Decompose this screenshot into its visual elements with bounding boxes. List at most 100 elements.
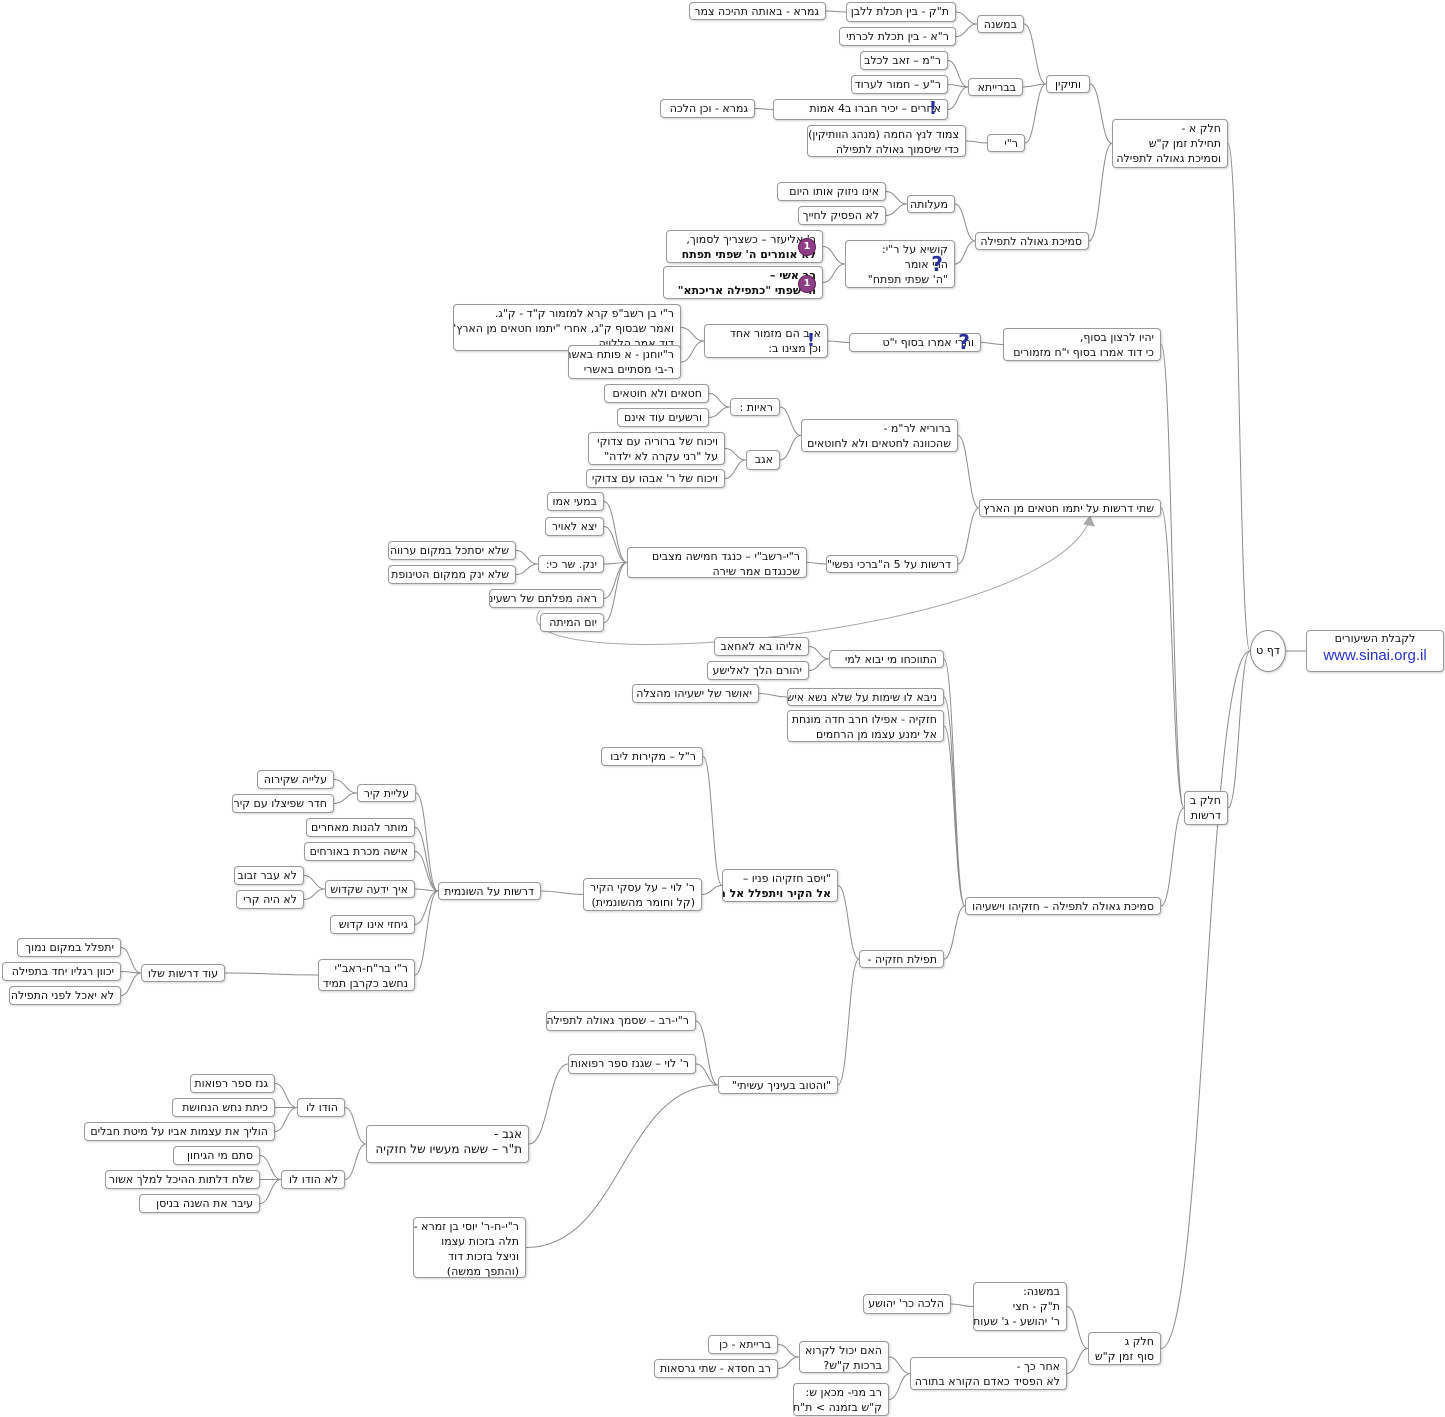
raa-mapalatam-node[interactable]: ראה מפלתם של רשעים	[489, 589, 604, 608]
rm-node[interactable]: ר"מ – זאב לכלב	[860, 51, 948, 70]
gemara-tzemer-node[interactable]: גמרא - באותה תהיכה צמר	[689, 2, 826, 20]
cheder-node[interactable]: חדר שפיצלו עם קיר	[232, 794, 334, 813]
drashot-barchi-node[interactable]: דרשות על 5 ה"ברכי נפשי"	[826, 555, 958, 573]
mishna-node[interactable]: במשנה	[977, 15, 1024, 33]
yaoshar-node[interactable]: יאושר של ישעיהו מהצלה	[632, 684, 759, 703]
drashot-shunamit-node[interactable]: דרשות על השונמית	[438, 882, 541, 900]
tk-node[interactable]: ת"ק - בין תכלת ללבן	[846, 2, 956, 22]
eliyahu-node[interactable]: אליהו בא לאחאב	[714, 637, 809, 656]
veharei-node[interactable]: והרי אמרו בסוף י"ט	[849, 333, 981, 352]
halacha-node[interactable]: הלכה כר' יהושע	[863, 1294, 951, 1314]
shelo-yanak-node[interactable]: שלא ינק ממקום הטינופת	[388, 565, 516, 584]
shtei-drashot-node[interactable]: שתי דרשות על יתמו חטאים מן הארץ	[979, 499, 1161, 517]
connector-line	[680, 340, 705, 363]
connector-line	[1227, 143, 1251, 652]
ryrav-line: ר"י-רב – שסמך גאולה לתפילה	[546, 1014, 689, 1027]
rav-ashi-node[interactable]: רב אשי –ה' שפתי "כתפילה אריכתא"	[663, 266, 823, 299]
rl-ganaz-node[interactable]: ר' לוי – שגנז ספר רפואות	[568, 1054, 696, 1074]
brurya-node[interactable]: ברוריא לר"מ -שהכוונה לחטאים ולא לחוטאים	[801, 419, 958, 452]
yom-hamita-node[interactable]: יום המיתה	[540, 613, 604, 632]
connector-line	[947, 60, 969, 88]
aliyat-kir-node[interactable]: עליית קיר	[357, 784, 416, 802]
daf-hub-node[interactable]: דף ט	[1250, 630, 1286, 672]
gichazi-node[interactable]: גיחזי אינו קדוש	[330, 915, 415, 934]
agav-node[interactable]: אגב	[746, 450, 780, 470]
yechaven-node[interactable]: יכוון רגליו יחד בתפילה	[2, 962, 121, 981]
yitpalel-node[interactable]: יתפלל במקום נמוך	[17, 938, 121, 957]
aliya-skira-node[interactable]: עלייה שקירוה	[257, 770, 334, 789]
lo-hodu-node[interactable]: לא הודו לו	[281, 1170, 345, 1189]
ibar-node[interactable]: עיבר את השנה בניסן	[139, 1194, 260, 1213]
smichat-geula-node[interactable]: סמיכת גאולה לתפילה	[975, 232, 1089, 250]
satam-node[interactable]: סתם מי הגיחון	[173, 1146, 260, 1165]
isha-node[interactable]: אישה מכרת באורחים	[304, 842, 415, 861]
lo-haya-node[interactable]: לא היה קרי	[236, 890, 304, 909]
lo-yochal-node[interactable]: לא יאכל לפני התפילה	[9, 986, 121, 1005]
hodu-lo-node[interactable]: הודו לו	[297, 1098, 345, 1117]
tzamud-netz-node[interactable]: צמוד לנץ החמה (מנהג הוותיקין)כדי שיסמוך …	[807, 125, 966, 157]
smicha-chizkiyahu-node[interactable]: סמיכת גאולה לתפילה – חזקיהו וישעיהו	[965, 897, 1161, 915]
website-url-link[interactable]: www.sinai.org.il	[1323, 647, 1427, 664]
reshaim-node[interactable]: ורשעים עוד אינם	[617, 408, 709, 427]
ra-chamor-node[interactable]: ר"ע – חמור לערוד	[851, 75, 948, 94]
rav-mani-node[interactable]: רב מני- מכאן ש:ק"ש בזמנה > ת"ת	[793, 1383, 889, 1416]
nibba-node[interactable]: ניבא לו שימות על שלא נשא אישה	[787, 688, 944, 706]
ry-node[interactable]: ר"י	[987, 134, 1025, 152]
hatov-node[interactable]: "והטוב בעיניך עשיתי"	[718, 1076, 838, 1094]
rl-mikirot-node[interactable]: ר"ל – מקירות ליבו	[601, 747, 703, 766]
yihyu-leratzon-node[interactable]: יהיו לרצון בסוף,כי דוד אמרו בסוף י"ח מזמ…	[1003, 328, 1161, 361]
yehoram-node[interactable]: יהורם הלך לאלישע	[707, 661, 809, 680]
vayasev-node[interactable]: "ויסב חזקיהו פניו –אל הקיר ויתפלל אל ה'"	[722, 869, 838, 902]
website-node[interactable]: לקבלת השיעורים www.sinai.org.il	[1306, 630, 1444, 672]
hitlich-node[interactable]: הוליך את עצמות אביו על מיטת חבלים	[84, 1122, 275, 1141]
yatza-laavir-node[interactable]: יצא לאויר	[545, 517, 604, 536]
braita-ken-node[interactable]: ברייתא - כן	[708, 1335, 778, 1354]
kitet-node[interactable]: כיתת נחש הנחושת	[172, 1098, 275, 1117]
chataim-node[interactable]: חטאים ולא חוטאים	[604, 384, 709, 403]
shelo-tistakel-node[interactable]: שלא יסתכל במקום ערווה	[388, 541, 516, 560]
rav-chisda-node[interactable]: רב חסדא - שתי גרסאות	[654, 1359, 778, 1378]
agav-six-deeds-node[interactable]: אגב -ת"ר – ששה מעשיו של חזקיה	[366, 1125, 529, 1163]
eich-node[interactable]: איך ידעה שקדוש	[325, 880, 415, 898]
rl-kir-node[interactable]: ר' לוי – על עסקי הקיר(קל וחומר מהשונמית)	[583, 878, 702, 911]
vikuach-abahu-node[interactable]: ויכוח של ר' אבהו עם צדוקי	[586, 469, 725, 488]
od-drashot-node[interactable]: עוד דרשות שלו	[141, 964, 225, 982]
yom-line: יום המיתה	[549, 616, 597, 629]
kushya-node[interactable]: קושיא על ר"י:הרי אומר"ה' שפתי תפתח"	[845, 240, 955, 288]
ry-rav-node[interactable]: ר"י-רב – שסמך גאולה לתפילה	[546, 1011, 696, 1031]
lo-haya-line: לא היה קרי	[243, 893, 297, 906]
yanak-node[interactable]: ינק. שר כי:	[538, 555, 604, 573]
tfilat-chizkiya-node[interactable]: תפילת חזקיה -	[859, 950, 944, 968]
ry-ben-rashbap-node[interactable]: ר"י בן רשב"פ קרא למזמור ק"ד - ק"ג.ואמר ש…	[453, 304, 681, 351]
bmei-imo-node[interactable]: במעי אמו	[547, 492, 604, 511]
gemara-halacha-node[interactable]: גמרא - וכן הלכה	[660, 99, 755, 118]
lo-hefsek-node[interactable]: לא הפסיק לחייך	[798, 206, 886, 225]
hitvakchu-node[interactable]: התווכחו מי יבוא למי	[829, 650, 944, 668]
vatikin-node[interactable]: ותיקין	[1046, 75, 1090, 93]
maalot-node[interactable]: מעלותה	[907, 195, 955, 213]
ganaz-node[interactable]: גנז ספר רפואות	[190, 1074, 275, 1093]
r-eliezer-node[interactable]: ר' אליעזר – כשצריך לסמוך,לא אומרים ה' שפ…	[666, 230, 823, 263]
kitzetz-node[interactable]: שלח דלתות ההיכל למלך אשור	[105, 1170, 260, 1189]
ra-node[interactable]: ר"א - בין תכלת לכרתי	[839, 27, 956, 46]
braita-node[interactable]: בברייתא	[968, 78, 1023, 96]
acherim-node[interactable]: אחרים – יכיר חברו ב4 אמות	[773, 99, 948, 120]
lo-avar-node[interactable]: לא עבר זבוב	[234, 866, 304, 885]
achar-kach-node[interactable]: אחר כך -לא הפסיד כאדם הקורא בתורה	[910, 1357, 1067, 1390]
mutar-node[interactable]: מותר להנות מאחרים	[306, 818, 415, 837]
reayot-node[interactable]: ראיות :	[730, 398, 780, 416]
einu-nizok-node[interactable]: אינו ניזוק אותו היום	[777, 182, 886, 201]
